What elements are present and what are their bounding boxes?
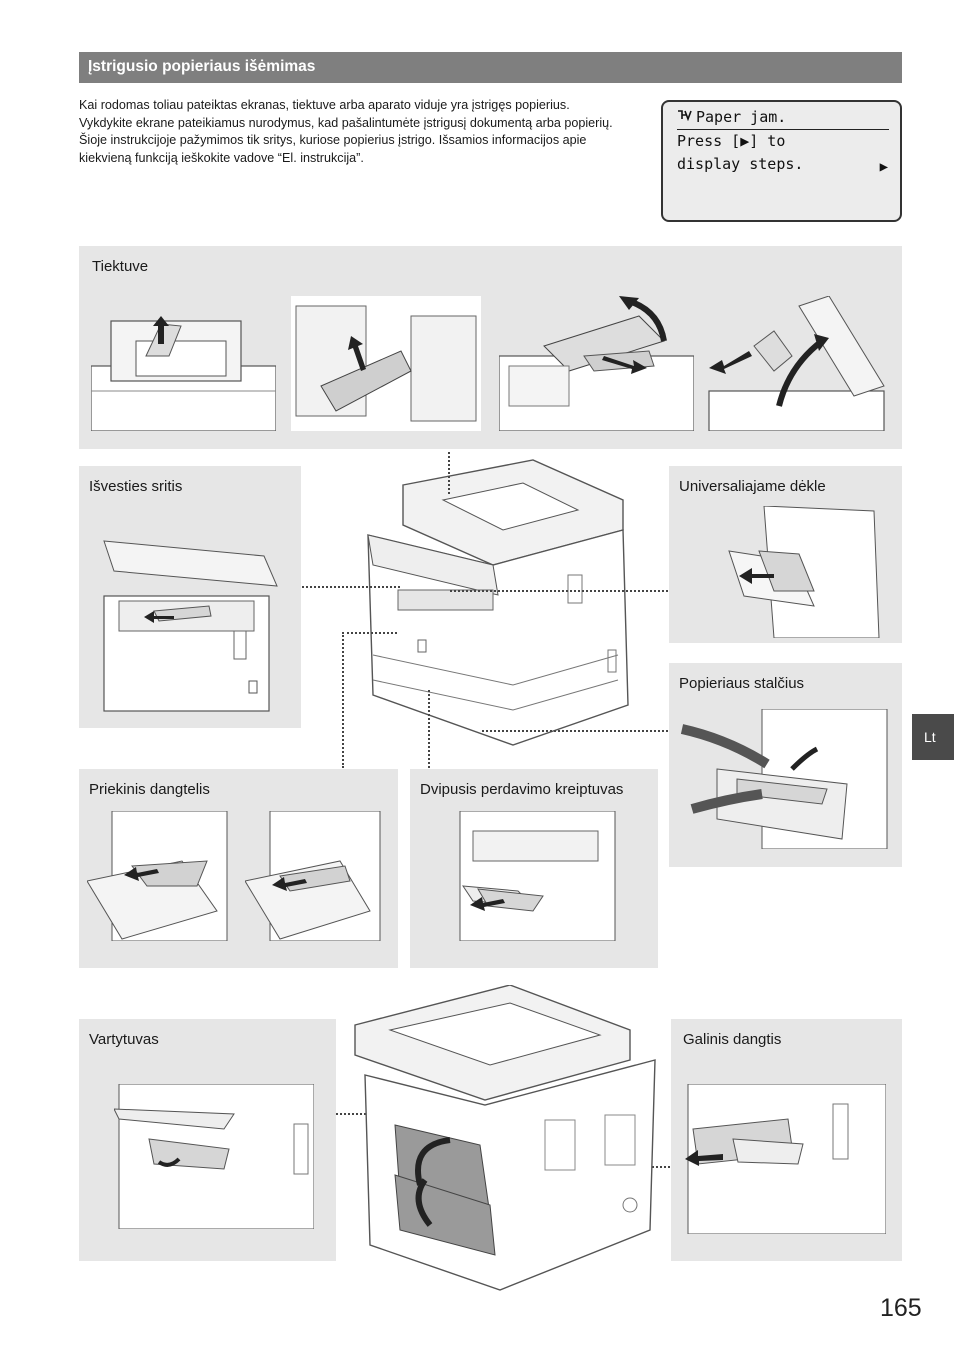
panel-rear-cover: Galinis dangtis [671, 1019, 902, 1261]
connector-multipurpose-tray [450, 590, 668, 592]
output-area-illustration [103, 540, 278, 712]
language-tab: Lt [912, 714, 954, 760]
front-cover-illustration-2 [245, 811, 381, 941]
lcd-line-1: Paper jam. [677, 106, 889, 130]
panel-label-output-area: Išvesties sritis [89, 478, 183, 495]
panel-label-multipurpose-tray: Universaliajame dėkle [679, 478, 826, 495]
lcd-line-2: Press [▶] to [677, 132, 786, 150]
paper-drawer-illustration [680, 709, 888, 849]
reverser-illustration [114, 1084, 314, 1229]
feeder-illustration-3 [499, 296, 694, 431]
intro-paragraph: Kai rodomas toliau pateiktas ekranas, ti… [79, 98, 613, 165]
connector-front-cover-v [342, 632, 344, 768]
lcd-display: Paper jam. Press [▶] to display steps. ▶ [661, 100, 902, 222]
panel-label-rear-cover: Galinis dangtis [683, 1031, 782, 1048]
panel-feeder: Tiektuve [79, 246, 902, 449]
right-arrow-icon: ▶ [879, 159, 888, 175]
feeder-illustration-4 [708, 296, 885, 431]
connector-front-cover-h [342, 632, 397, 634]
panel-label-front-cover: Priekinis dangtelis [89, 781, 210, 798]
section-title: Įstrigusio popieriaus išėmimas [88, 58, 316, 75]
paper-jam-icon [677, 106, 693, 129]
feeder-illustration-1 [91, 316, 276, 431]
machine-front-illustration [367, 459, 629, 746]
connector-output-area [302, 586, 400, 588]
panel-output-area: Išvesties sritis [79, 466, 301, 728]
panel-reverser: Vartytuvas [79, 1019, 336, 1261]
lcd-line-3: display steps. [677, 155, 804, 173]
machine-rear-illustration [354, 985, 656, 1291]
page-number: 165 [880, 1294, 922, 1322]
panel-duplex-guide: Dvipusis perdavimo kreiptuvas [410, 769, 658, 968]
connector-duplex-guide [428, 690, 430, 768]
front-cover-illustration-1 [87, 811, 228, 941]
panel-label-paper-drawer: Popieriaus stalčius [679, 675, 805, 692]
panel-label-duplex-guide: Dvipusis perdavimo kreiptuvas [420, 781, 624, 798]
connector-paper-drawer [482, 730, 668, 732]
panel-label-reverser: Vartytuvas [89, 1031, 159, 1048]
duplex-guide-illustration [459, 811, 616, 941]
panel-multipurpose-tray: Universaliajame dėkle [669, 466, 902, 643]
connector-feeder [448, 452, 450, 494]
section-title-bar: Įstrigusio popieriaus išėmimas [79, 52, 902, 83]
multipurpose-tray-illustration [728, 506, 880, 638]
panel-label-feeder: Tiektuve [92, 258, 149, 275]
panel-front-cover: Priekinis dangtelis [79, 769, 398, 968]
feeder-illustration-2 [291, 296, 481, 431]
rear-cover-illustration [685, 1084, 886, 1234]
language-tab-label: Lt [924, 729, 936, 745]
panel-paper-drawer: Popieriaus stalčius [669, 663, 902, 867]
